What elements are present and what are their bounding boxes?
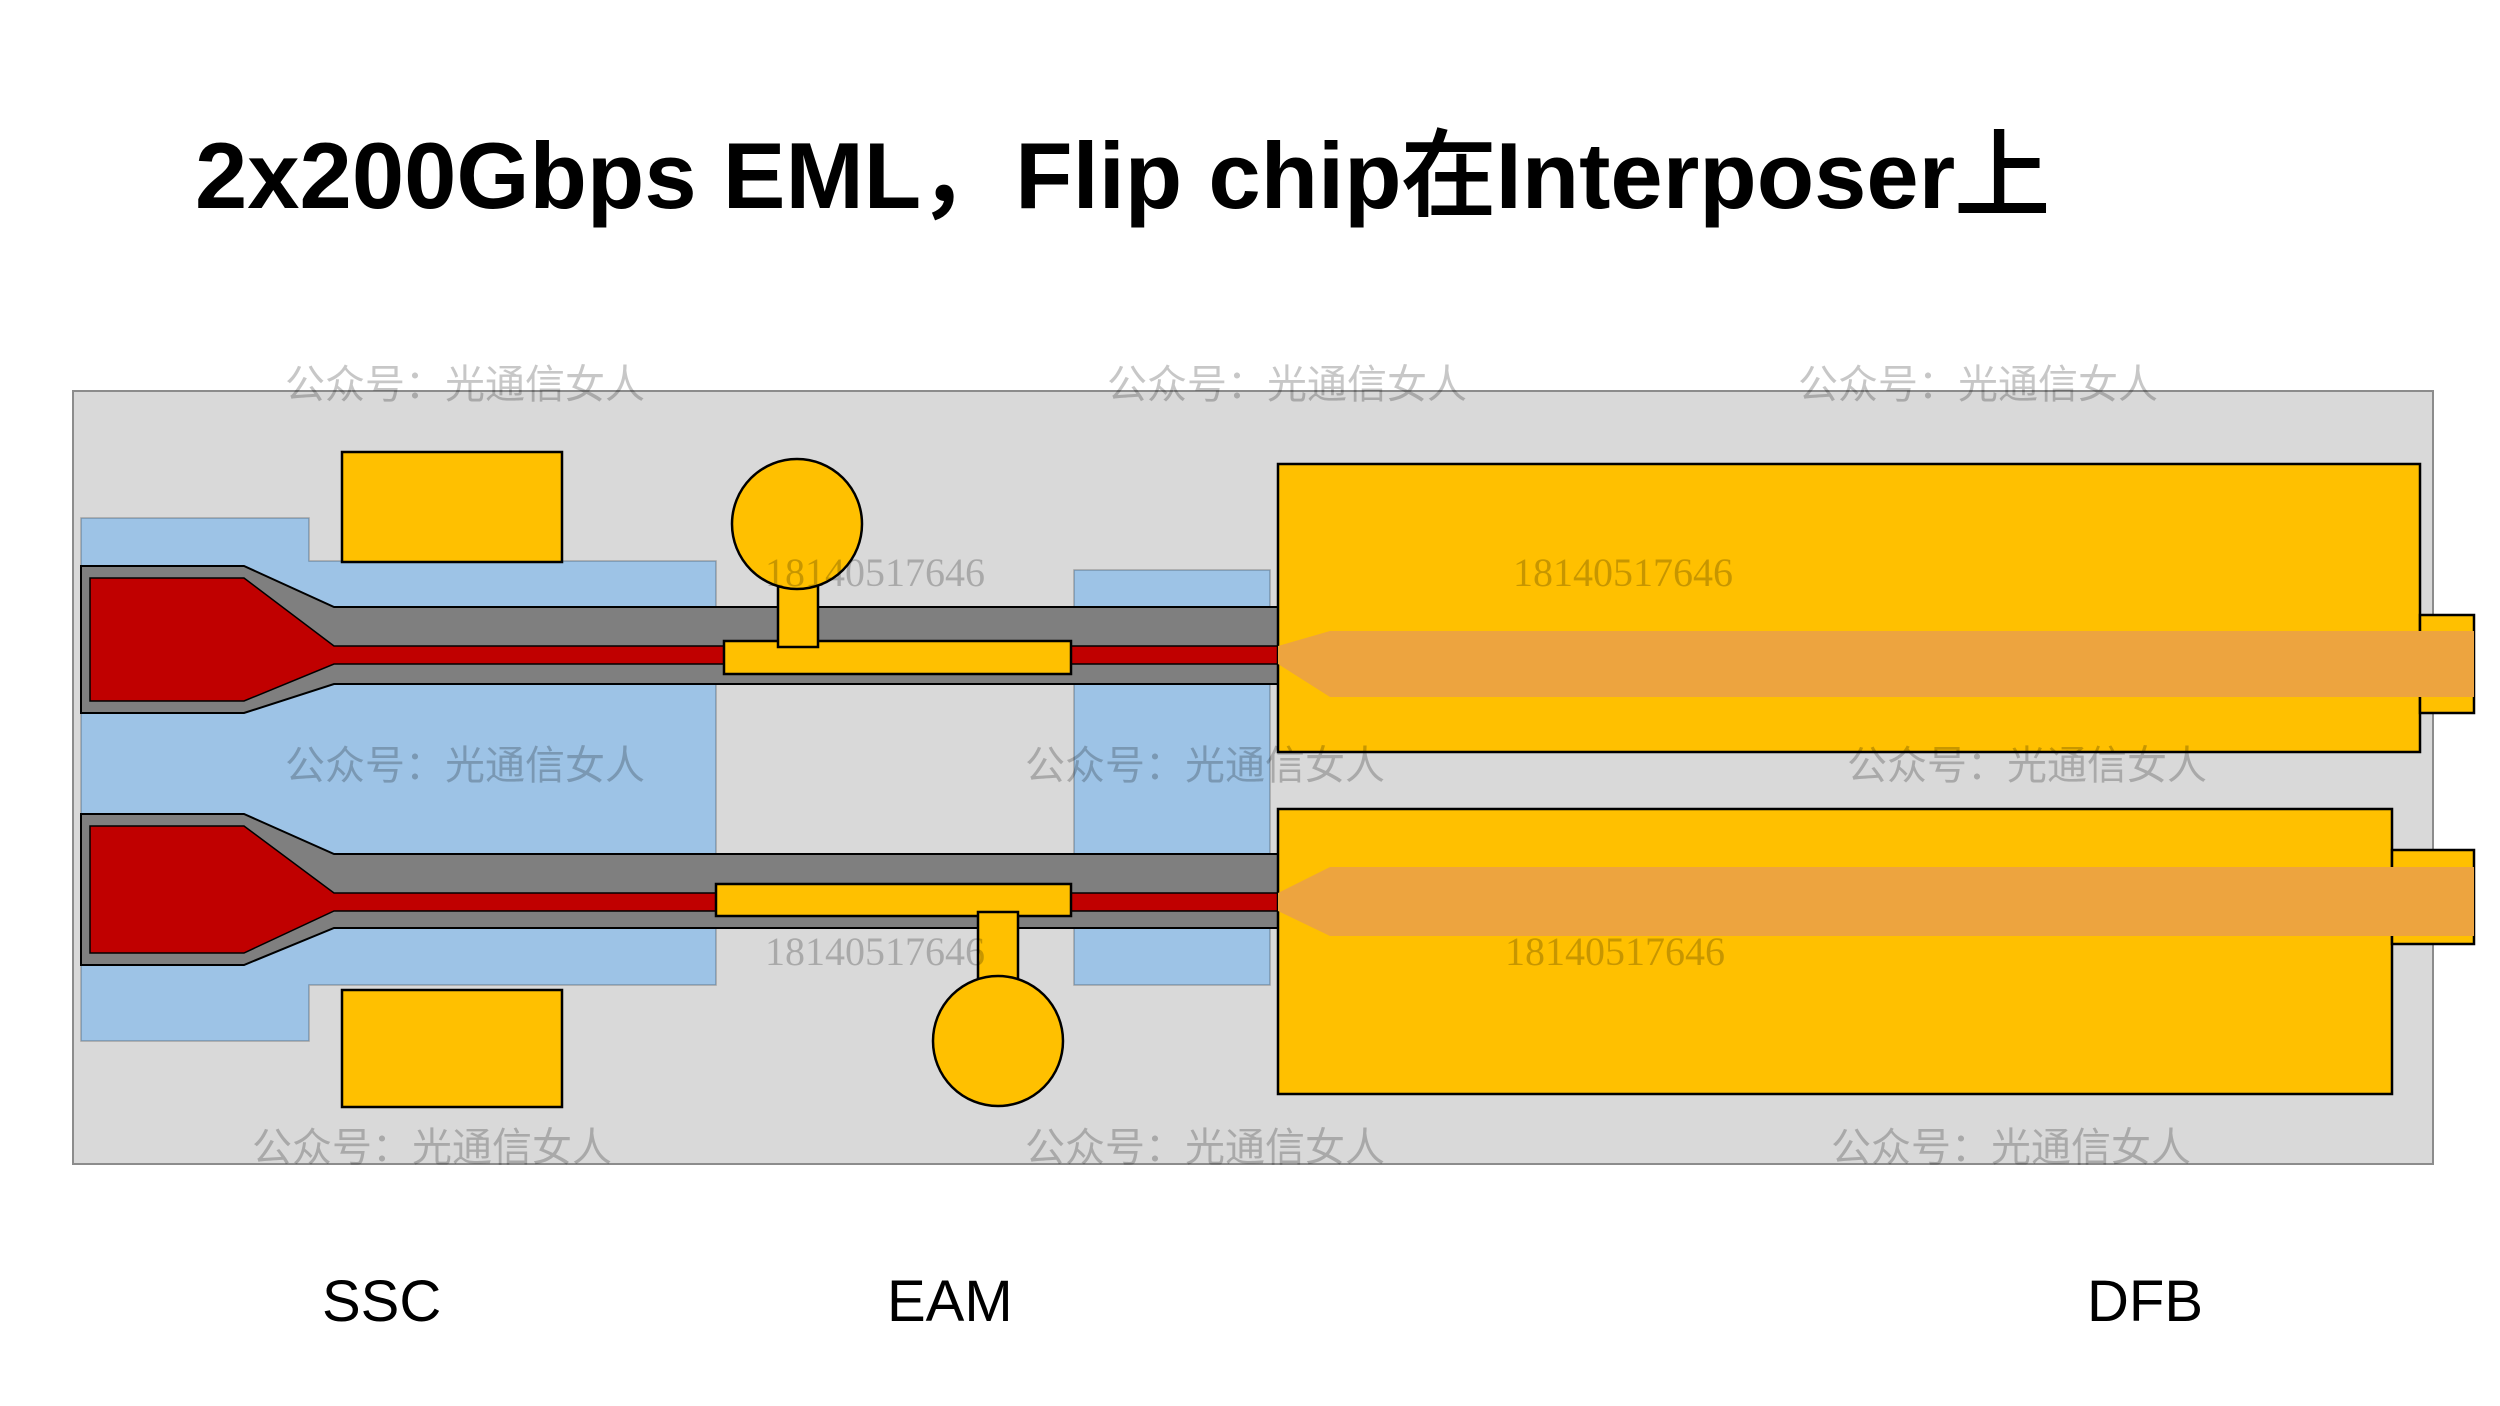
label-eam: EAM — [887, 1269, 1013, 1334]
slide-title: 2x200Gbps EML，Flip chip在Interposer上 — [195, 123, 2050, 228]
eam-top-electrode-bar — [722, 639, 1073, 676]
bottom-left-metal-pad — [340, 988, 564, 1109]
dfb-bottom-block — [1276, 807, 2394, 1096]
eam-bottom-circular-pad — [931, 974, 1065, 1108]
label-dfb: DFB — [2087, 1269, 2203, 1334]
top-left-metal-pad — [340, 450, 564, 564]
dfb-top-block — [1276, 462, 2422, 754]
eam-top-circular-pad — [730, 457, 864, 591]
dfb-bottom-laser-stripe — [1278, 867, 2474, 936]
label-ssc: SSC — [322, 1269, 442, 1334]
eam-bottom-electrode-stem — [976, 910, 1020, 986]
dfb-top-laser-stripe — [1278, 631, 2474, 697]
eam-bottom-electrode-bar — [714, 882, 1073, 918]
